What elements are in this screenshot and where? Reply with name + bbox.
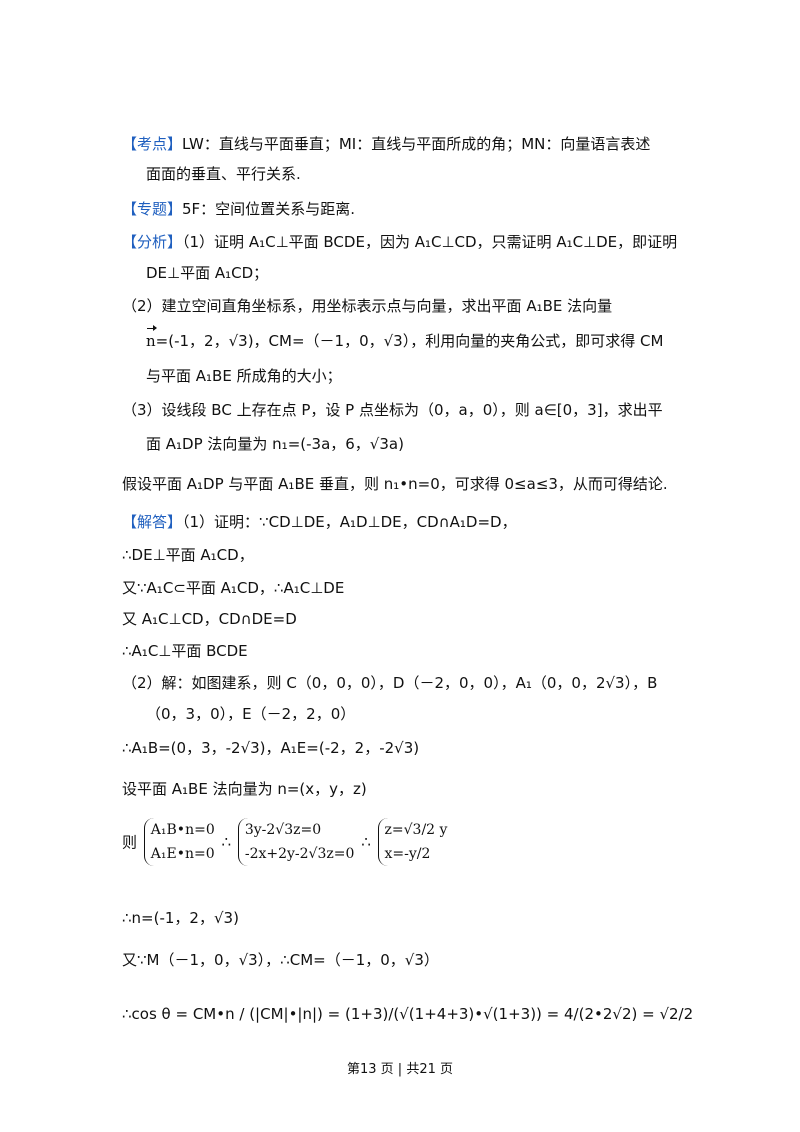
fenxi-tag: 【分析】 <box>122 233 183 251</box>
therefore-symbol-2: ∴ <box>361 833 371 851</box>
fenxi-line-3: （2）建立空间直角坐标系，用坐标表示点与向量，求出平面 A₁BE 法向量 <box>122 297 613 315</box>
jieda-line-5: ∴A₁C⊥平面 BCDE <box>122 642 248 660</box>
zhuanti-line: 【专题】5F：空间位置关系与距离. <box>122 199 355 219</box>
jieda-line-2: ∴DE⊥平面 A₁CD， <box>122 546 254 564</box>
system-2: 3y-2√3z=0 -2x+2y-2√3z=0 <box>237 818 355 866</box>
system-3: z=√3/2 y x=-y/2 <box>377 818 448 866</box>
jieda-line-3: 又∵A₁C⊂平面 A₁CD，∴A₁C⊥DE <box>122 579 345 597</box>
jieda-tag: 【解答】 <box>122 513 183 531</box>
fenxi-line-8: 假设平面 A₁DP 与平面 A₁BE 垂直，则 n₁•n=0，可求得 0≤a≤3… <box>122 475 668 493</box>
jieda-line-7: （0，3，0），E（－2，2，0） <box>146 705 356 723</box>
system-1-eq-2: A₁E•n=0 <box>150 846 215 862</box>
then-prefix: 则 <box>122 833 138 852</box>
system-3-eq-1: z=√3/2 y <box>384 822 448 838</box>
jieda-line-1: 【解答】（1）证明：∵CD⊥DE，A₁D⊥DE，CD∩A₁D=D， <box>122 512 517 532</box>
fenxi-line-6: （3）设线段 BC 上存在点 P，设 P 点坐标为（0，a，0），则 a∈[0，… <box>122 401 663 419</box>
vector-n-symbol: n <box>146 325 157 350</box>
fenxi-line-1: 【分析】（1）证明 A₁C⊥平面 BCDE，因为 A₁C⊥CD，只需证明 A₁C… <box>122 232 677 252</box>
zhuanti-text: 5F：空间位置关系与距离. <box>182 200 355 218</box>
fenxi-line-2: DE⊥平面 A₁CD； <box>146 264 269 282</box>
jieda-line-12: 又∵M（－1，0，√3），∴CM=（－1，0，√3） <box>122 951 439 969</box>
kaodian-line-2: 面面的垂直、平行关系. <box>146 165 301 183</box>
page-footer: 第13 页 | 共21 页 <box>347 1062 453 1077</box>
zhuanti-tag: 【专题】 <box>122 200 183 218</box>
fenxi-line-7: 面 A₁DP 法向量为 n₁=(-3a，6，√3a) <box>146 435 404 453</box>
jieda-line-6: （2）解：如图建系，则 C（0，0，0），D（－2，0，0），A₁（0，0，2√… <box>122 674 658 692</box>
kaodian-text-1: LW：直线与平面垂直；MI：直线与平面所成的角；MN：向量语言表述 <box>182 135 651 153</box>
system-2-eq-1: 3y-2√3z=0 <box>244 822 322 838</box>
system-2-eq-2: -2x+2y-2√3z=0 <box>244 846 355 862</box>
jieda-line-9: 设平面 A₁BE 法向量为 n=(x，y，z) <box>122 780 367 798</box>
jieda-line-13: ∴cos θ = CM•n / (|CM|•|n|) = (1+3)/(√(1+… <box>122 1005 694 1023</box>
jieda-line-8: ∴A₁B=(0，3，-2√3)，A₁E=(-2，2，-2√3) <box>122 739 420 757</box>
fenxi-line-5: 与平面 A₁BE 所成角的大小； <box>146 367 342 385</box>
fenxi-line-4: n=(-1，2，√3)，CM=（－1，0，√3），利用向量的夹角公式，即可求得 … <box>146 325 664 351</box>
kaodian-tag: 【考点】 <box>122 135 183 153</box>
fenxi-text-1: （1）证明 A₁C⊥平面 BCDE，因为 A₁C⊥CD，只需证明 A₁C⊥DE，… <box>182 233 678 251</box>
equation-systems: 则 A₁B•n=0 A₁E•n=0 ∴ 3y-2√3z=0 -2x+2y-2√3… <box>122 818 449 866</box>
fenxi-text-4: =(-1，2，√3)，CM=（－1，0，√3），利用向量的夹角公式，即可求得 C… <box>155 332 664 350</box>
system-1: A₁B•n=0 A₁E•n=0 <box>143 818 215 866</box>
system-1-eq-1: A₁B•n=0 <box>150 822 215 838</box>
therefore-symbol-1: ∴ <box>221 833 232 851</box>
jieda-line-11: ∴n=(-1，2，√3) <box>122 909 239 927</box>
system-3-eq-2: x=-y/2 <box>384 846 431 862</box>
jieda-text-1: （1）证明：∵CD⊥DE，A₁D⊥DE，CD∩A₁D=D， <box>182 513 517 531</box>
kaodian-line-1: 【考点】LW：直线与平面垂直；MI：直线与平面所成的角；MN：向量语言表述 <box>122 134 650 154</box>
jieda-line-4: 又 A₁C⊥CD，CD∩DE=D <box>122 610 297 628</box>
